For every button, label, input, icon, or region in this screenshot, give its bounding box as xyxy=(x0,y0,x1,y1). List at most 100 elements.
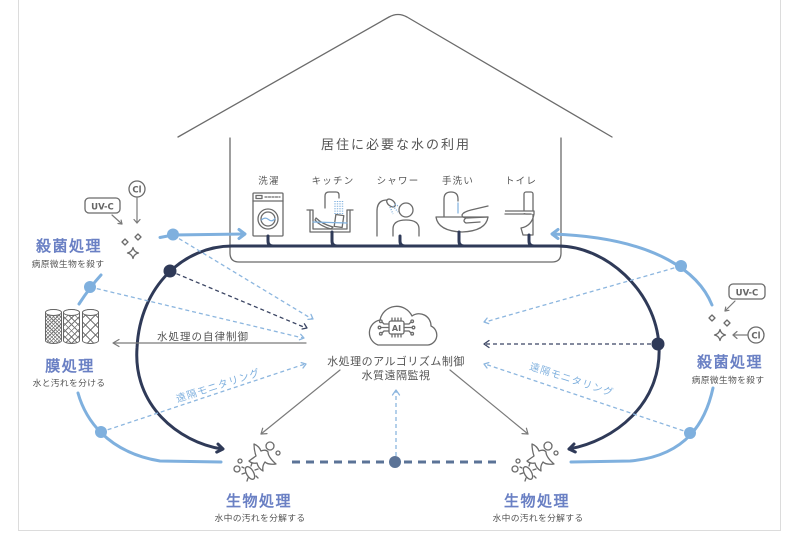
chip-label: AI xyxy=(392,324,401,333)
hand-lower xyxy=(463,217,481,224)
arrowhead xyxy=(483,317,490,325)
house-body xyxy=(229,137,562,263)
kitchen-sink-icon xyxy=(306,191,354,233)
circuit-node xyxy=(378,331,383,336)
left-membrane: 膜処理 水と汚れを分ける xyxy=(33,357,105,389)
node-treated xyxy=(675,260,687,272)
flow-nodes xyxy=(84,228,696,468)
process-subtitle: 水中の汚れを分解する xyxy=(215,512,306,524)
node-bio-link xyxy=(389,456,401,468)
house-title: 居住に必要な水の利用 xyxy=(321,138,471,153)
amoeba xyxy=(248,443,277,472)
chlorine-label: Cl xyxy=(132,185,141,195)
handwash-basin xyxy=(435,216,489,233)
arrowhead xyxy=(260,427,268,435)
monitor-line xyxy=(484,265,682,323)
hand-upper xyxy=(461,205,489,219)
circuit-node xyxy=(410,331,415,336)
arrowhead xyxy=(298,333,305,341)
fixture-label-kitchen: キッチン xyxy=(312,176,355,187)
bubble xyxy=(511,465,519,473)
signal-lines-bottom xyxy=(260,369,529,464)
arrowhead xyxy=(391,389,401,396)
sparkle-icon xyxy=(121,233,142,260)
process-title: 殺菌処理 xyxy=(35,237,102,255)
drain-drop-kitchen xyxy=(330,230,339,248)
remote-monitoring-line xyxy=(484,363,691,434)
bubble xyxy=(515,458,521,464)
ai-cloud-icon: AI xyxy=(368,305,438,346)
membrane-cylinder-coarse xyxy=(81,308,99,344)
arrowhead xyxy=(724,306,730,312)
bubble xyxy=(275,450,281,456)
person-head xyxy=(398,202,414,218)
left-sterilization: UV-C Cl 殺菌処理 病原微生物を殺す xyxy=(32,180,146,270)
control-arrow-to-left-bio xyxy=(260,369,341,435)
process-subtitle: 水中の汚れを分解する xyxy=(493,512,584,524)
monitor-line xyxy=(172,234,313,320)
image-frame xyxy=(18,0,781,531)
chip-circuits-left xyxy=(380,321,390,334)
chlorine-badge xyxy=(128,180,146,198)
right-biological: 生物処理 水中の汚れを分解する xyxy=(493,492,584,524)
handwash-faucet xyxy=(443,191,459,218)
arrowhead xyxy=(112,338,120,348)
wastewater-flow-left xyxy=(135,244,234,451)
remote-quality-monitoring-label: 水質遠隔監視 xyxy=(362,368,431,382)
process-title: 生物処理 xyxy=(504,492,570,510)
uv-c-label: UV-C xyxy=(736,288,759,298)
monitor-line xyxy=(89,286,304,339)
sparkle-icon xyxy=(708,314,731,342)
control-arrow-to-right-bio xyxy=(449,369,529,435)
autonomous-control-label: 水処理の自律制御 xyxy=(157,330,249,343)
sparkle-large xyxy=(713,328,727,342)
circuit-node xyxy=(411,325,416,330)
uv-c-badge xyxy=(84,197,121,214)
node-treated xyxy=(684,427,696,439)
chlorine-label: Cl xyxy=(751,331,760,341)
fixture-label-laundry: 洗濯 xyxy=(258,175,279,187)
house-roof xyxy=(177,13,613,138)
process-title: 膜処理 xyxy=(45,357,95,375)
bubble xyxy=(233,465,241,473)
ai-chip-icon: AI xyxy=(377,317,416,338)
remote-monitoring-line xyxy=(100,363,306,433)
washer-door xyxy=(257,208,279,230)
circuit-node xyxy=(378,319,383,324)
sparkle-small xyxy=(723,319,731,327)
uv-c-arrow xyxy=(724,300,736,312)
arrowhead xyxy=(307,313,314,321)
circuit-node xyxy=(410,319,415,324)
process-title: 生物処理 xyxy=(226,492,292,510)
bubble xyxy=(553,450,559,456)
sparkle-large xyxy=(126,246,140,260)
chip-pins xyxy=(391,317,402,338)
washer-display xyxy=(255,194,263,200)
drain-drop-toilet xyxy=(527,233,536,248)
microorganism-icon xyxy=(233,441,281,482)
shower-head xyxy=(386,198,396,208)
uv-c-badge xyxy=(728,283,766,300)
toilet-icon xyxy=(504,191,535,236)
uv-c-arrow xyxy=(111,214,123,225)
sparkle-small xyxy=(708,314,716,322)
arrowhead xyxy=(521,427,529,435)
microorganism-icon xyxy=(511,441,559,482)
bubble xyxy=(265,441,275,451)
process-subtitle: 病原微生物を殺す xyxy=(692,374,765,386)
fixture-label-handwash: 手洗い xyxy=(442,175,474,187)
arrowhead xyxy=(133,218,141,224)
sink-glass xyxy=(333,213,345,229)
kitchen-water-stream xyxy=(334,201,344,214)
circuit-node xyxy=(377,325,382,330)
chip-circuits-right xyxy=(403,321,413,334)
arrowhead xyxy=(567,442,577,454)
house: 居住に必要な水の利用 xyxy=(177,13,613,263)
node-treated xyxy=(84,281,96,293)
arrowhead xyxy=(300,361,307,369)
bacterium xyxy=(522,466,534,480)
kitchen-faucet xyxy=(324,191,340,209)
amoeba xyxy=(526,443,555,472)
